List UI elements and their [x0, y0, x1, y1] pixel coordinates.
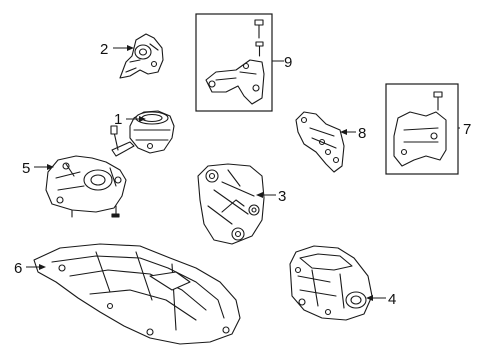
callout-4: 4 [388, 291, 396, 308]
callout-3: 3 [278, 188, 286, 205]
part-9-frame [195, 13, 273, 112]
part-5-transmission-mount[interactable] [45, 155, 127, 218]
part-2-mount-bracket[interactable] [119, 33, 164, 79]
part-4-differential-mount[interactable] [289, 245, 373, 321]
part-1-engine-mount[interactable] [110, 110, 175, 157]
part-7-frame [385, 83, 459, 175]
callout-5: 5 [22, 160, 30, 177]
callout-6: 6 [14, 260, 22, 277]
callout-8: 8 [358, 125, 366, 142]
callout-1: 1 [114, 111, 122, 128]
part-6-subframe[interactable] [33, 243, 241, 345]
part-8-bracket-plate[interactable] [295, 111, 345, 173]
callout-7: 7 [463, 121, 471, 138]
part-7-bracket-with-bolt[interactable] [393, 91, 447, 167]
leader-lines [26, 45, 460, 301]
callout-9: 9 [284, 54, 292, 71]
part-3-support-bracket[interactable] [197, 163, 265, 245]
part-9-bracket-with-bolts[interactable] [205, 19, 265, 105]
callout-2: 2 [100, 41, 108, 58]
